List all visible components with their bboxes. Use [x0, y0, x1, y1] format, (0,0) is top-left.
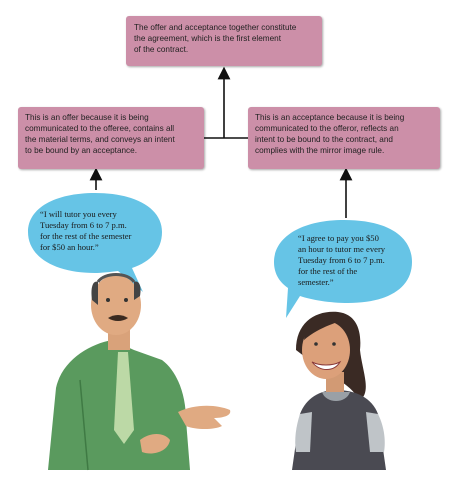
connector-lines [89, 66, 353, 218]
acceptance-speech-text: “I agree to pay you $50 an hour to tutor… [298, 233, 386, 287]
offer-explanation-box: This is an offer because it is being com… [18, 107, 204, 169]
speech-bubble-left [28, 193, 162, 292]
offer-speech-text: “I will tutor you every Tuesday from 6 t… [40, 209, 132, 252]
agreement-box: The offer and acceptance together consti… [126, 16, 322, 66]
speech-bubble-right [274, 220, 412, 318]
acceptance-explanation-box: This is an acceptance because it is bein… [248, 107, 440, 169]
man-illustration [48, 273, 231, 471]
woman-illustration [292, 311, 386, 470]
